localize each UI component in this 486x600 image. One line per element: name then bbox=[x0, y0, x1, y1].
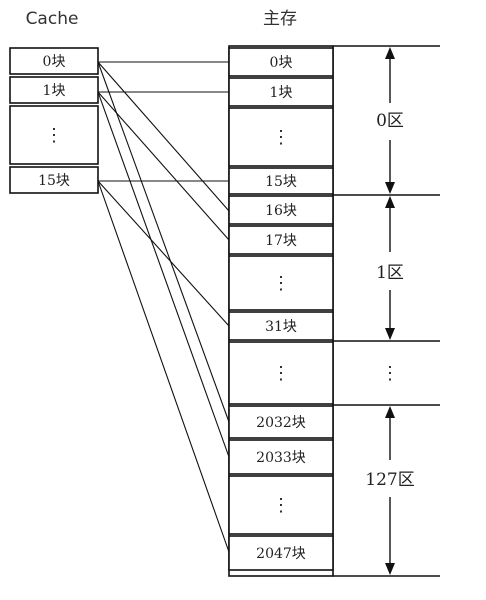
cache-ellipsis-box bbox=[9, 105, 99, 165]
cache-block-0-box bbox=[9, 47, 99, 75]
zone-1-arrowhead-down bbox=[385, 328, 395, 340]
zone-ellipsis: ⋮ bbox=[381, 363, 399, 384]
map-line-1-to-2033 bbox=[97, 91, 230, 458]
mem-ellipsis-3-box bbox=[228, 341, 334, 405]
mem-block-0-box bbox=[228, 47, 334, 77]
zone-1-arrowhead-up bbox=[385, 196, 395, 208]
cache-block-1-label: 1块 bbox=[43, 83, 66, 99]
zone-0-arrowhead-up bbox=[385, 47, 395, 59]
mem-ellipsis-1-box bbox=[228, 107, 334, 167]
zone-1-label: 1区 bbox=[376, 263, 404, 283]
zone-0-label: 0区 bbox=[376, 111, 404, 131]
cache-block-15-label: 15块 bbox=[38, 173, 70, 189]
cache-title: Cache bbox=[26, 9, 79, 29]
mem-ellipsis-2: ⋮ bbox=[272, 273, 290, 294]
mem-ellipsis-3: ⋮ bbox=[272, 363, 290, 384]
mem-block-2033-label: 2033块 bbox=[256, 450, 306, 466]
mem-block-2032-box bbox=[228, 405, 334, 439]
mem-block-31-box bbox=[228, 311, 334, 341]
mem-block-2032-label: 2032块 bbox=[256, 415, 306, 431]
map-line-0-to-16 bbox=[97, 61, 230, 212]
mem-ellipsis-4: ⋮ bbox=[272, 495, 290, 516]
mem-ellipsis-4-box bbox=[228, 475, 334, 535]
map-line-15-to-31 bbox=[97, 180, 230, 327]
map-line-1-to-17 bbox=[97, 91, 230, 241]
mem-block-31-label: 31块 bbox=[265, 319, 297, 335]
mem-block-17-label: 17块 bbox=[265, 233, 297, 249]
mapping-lines bbox=[97, 61, 230, 553]
mem-block-16-label: 16块 bbox=[265, 203, 297, 219]
mem-block-2047-box bbox=[228, 535, 334, 571]
mem-block-1-label: 1块 bbox=[270, 85, 293, 101]
cache-block-15-box bbox=[9, 166, 99, 194]
zone-127-label: 127区 bbox=[365, 470, 414, 490]
zone-127-arrowhead-down bbox=[385, 563, 395, 575]
mem-ellipsis-2-box bbox=[228, 255, 334, 311]
mem-block-2033-box bbox=[228, 439, 334, 475]
cache-ellipsis: ⋮ bbox=[45, 125, 63, 146]
cache-block-1-box bbox=[9, 76, 99, 104]
mem-block-17-box bbox=[228, 225, 334, 255]
zone-127-arrowhead-up bbox=[385, 406, 395, 418]
zone-arrows bbox=[385, 47, 395, 575]
mem-block-1-box bbox=[228, 77, 334, 107]
mem-ellipsis-1: ⋮ bbox=[272, 127, 290, 148]
mem-block-15-box bbox=[228, 167, 334, 195]
mem-block-0-label: 0块 bbox=[270, 55, 293, 71]
cache-block-0-label: 0块 bbox=[43, 54, 66, 70]
mem-block-15-label: 15块 bbox=[265, 174, 297, 190]
mem-block-16-box bbox=[228, 195, 334, 225]
mem-block-2047-label: 2047块 bbox=[256, 546, 306, 562]
zone-0-arrowhead-down bbox=[385, 182, 395, 194]
map-line-0-to-2032 bbox=[97, 61, 230, 423]
map-line-15-to-2047 bbox=[97, 180, 230, 553]
memory-title: 主存 bbox=[263, 9, 297, 29]
zone-separators bbox=[333, 45, 440, 577]
